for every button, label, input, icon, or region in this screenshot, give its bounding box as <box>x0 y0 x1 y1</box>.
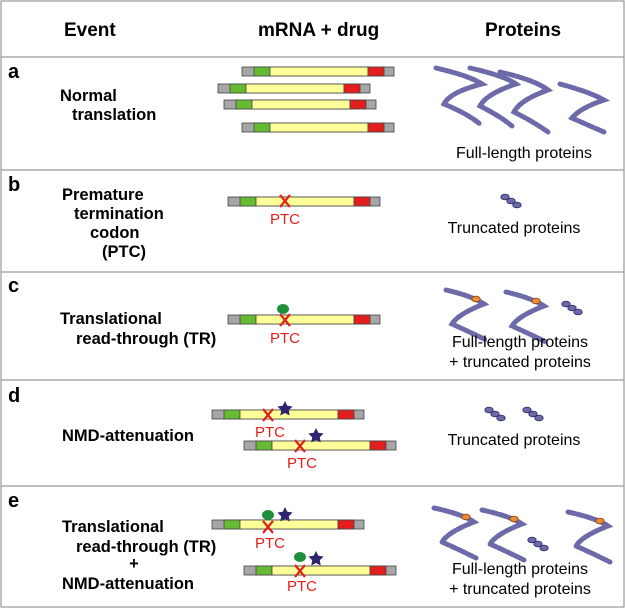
mrna-transcripts <box>217 66 395 133</box>
row-b: b Premature termination codon (PTC) PTC … <box>8 174 580 261</box>
ptc-label: PTC <box>287 578 317 595</box>
drug-star-icon <box>277 507 293 522</box>
event-label-line: Premature <box>62 186 144 204</box>
drug-star-icon <box>308 428 324 443</box>
row-a: a Normal translation Full-length protein… <box>8 61 611 162</box>
ptc-label: PTC <box>255 424 285 441</box>
protein-caption: + truncated proteins <box>449 581 591 598</box>
ptc-label: PTC <box>270 330 300 347</box>
event-label-line: translation <box>72 106 156 124</box>
mrna-transcript <box>243 440 397 451</box>
event-label-line: (PTC) <box>102 243 146 261</box>
ribosome-drug-icon <box>262 510 274 520</box>
header-proteins: Proteins <box>485 20 561 41</box>
row-c: c Translational read-through (TR) PTC Fu… <box>8 275 591 371</box>
mrna-transcript <box>227 314 381 325</box>
ptc-label: PTC <box>270 211 300 228</box>
protein-caption: Full-length proteins <box>456 145 592 162</box>
protein-caption: Truncated proteins <box>448 432 581 449</box>
protein-caption: Full-length proteins <box>452 334 588 351</box>
ribosome-drug-icon <box>277 304 289 314</box>
ptc-label: PTC <box>287 455 317 472</box>
protein-chains <box>443 287 583 345</box>
mrna-transcript <box>211 519 365 530</box>
protein-chains <box>431 505 614 565</box>
header-mrna-drug: mRNA + drug <box>258 20 379 41</box>
event-label-line: Normal <box>60 87 117 105</box>
header-event: Event <box>64 20 116 41</box>
ribosome-drug-icon <box>294 552 306 562</box>
event-label-line: codon <box>90 224 140 242</box>
ptc-label: PTC <box>255 535 285 552</box>
row-letter: e <box>8 490 19 512</box>
event-label-line: NMD-attenuation <box>62 427 194 445</box>
event-label-line: NMD-attenuation <box>62 575 194 593</box>
row-d: d NMD-attenuation PTC PTC Truncated prot… <box>8 385 580 472</box>
drug-star-icon <box>308 551 324 566</box>
row-letter: d <box>8 385 20 407</box>
event-label-line: read-through (TR) <box>76 538 216 556</box>
mrna-transcript <box>243 565 397 576</box>
event-label-line: Translational <box>60 310 162 328</box>
protein-caption: + truncated proteins <box>449 354 591 371</box>
event-label-line: termination <box>74 205 164 223</box>
row-letter: b <box>8 174 20 196</box>
event-label-line: + <box>129 555 139 573</box>
truncated-protein <box>500 193 522 209</box>
row-e: e Translational read-through (TR) + NMD-… <box>8 490 614 598</box>
event-label-line: Translational <box>62 518 164 536</box>
row-letter: c <box>8 275 19 297</box>
event-label-line: read-through (TR) <box>76 330 216 348</box>
truncated-proteins <box>484 406 544 422</box>
mrna-transcript <box>227 196 381 207</box>
row-letter: a <box>8 61 20 83</box>
protein-caption: Full-length proteins <box>452 561 588 578</box>
protein-chains <box>433 65 611 135</box>
protein-caption: Truncated proteins <box>448 220 581 237</box>
